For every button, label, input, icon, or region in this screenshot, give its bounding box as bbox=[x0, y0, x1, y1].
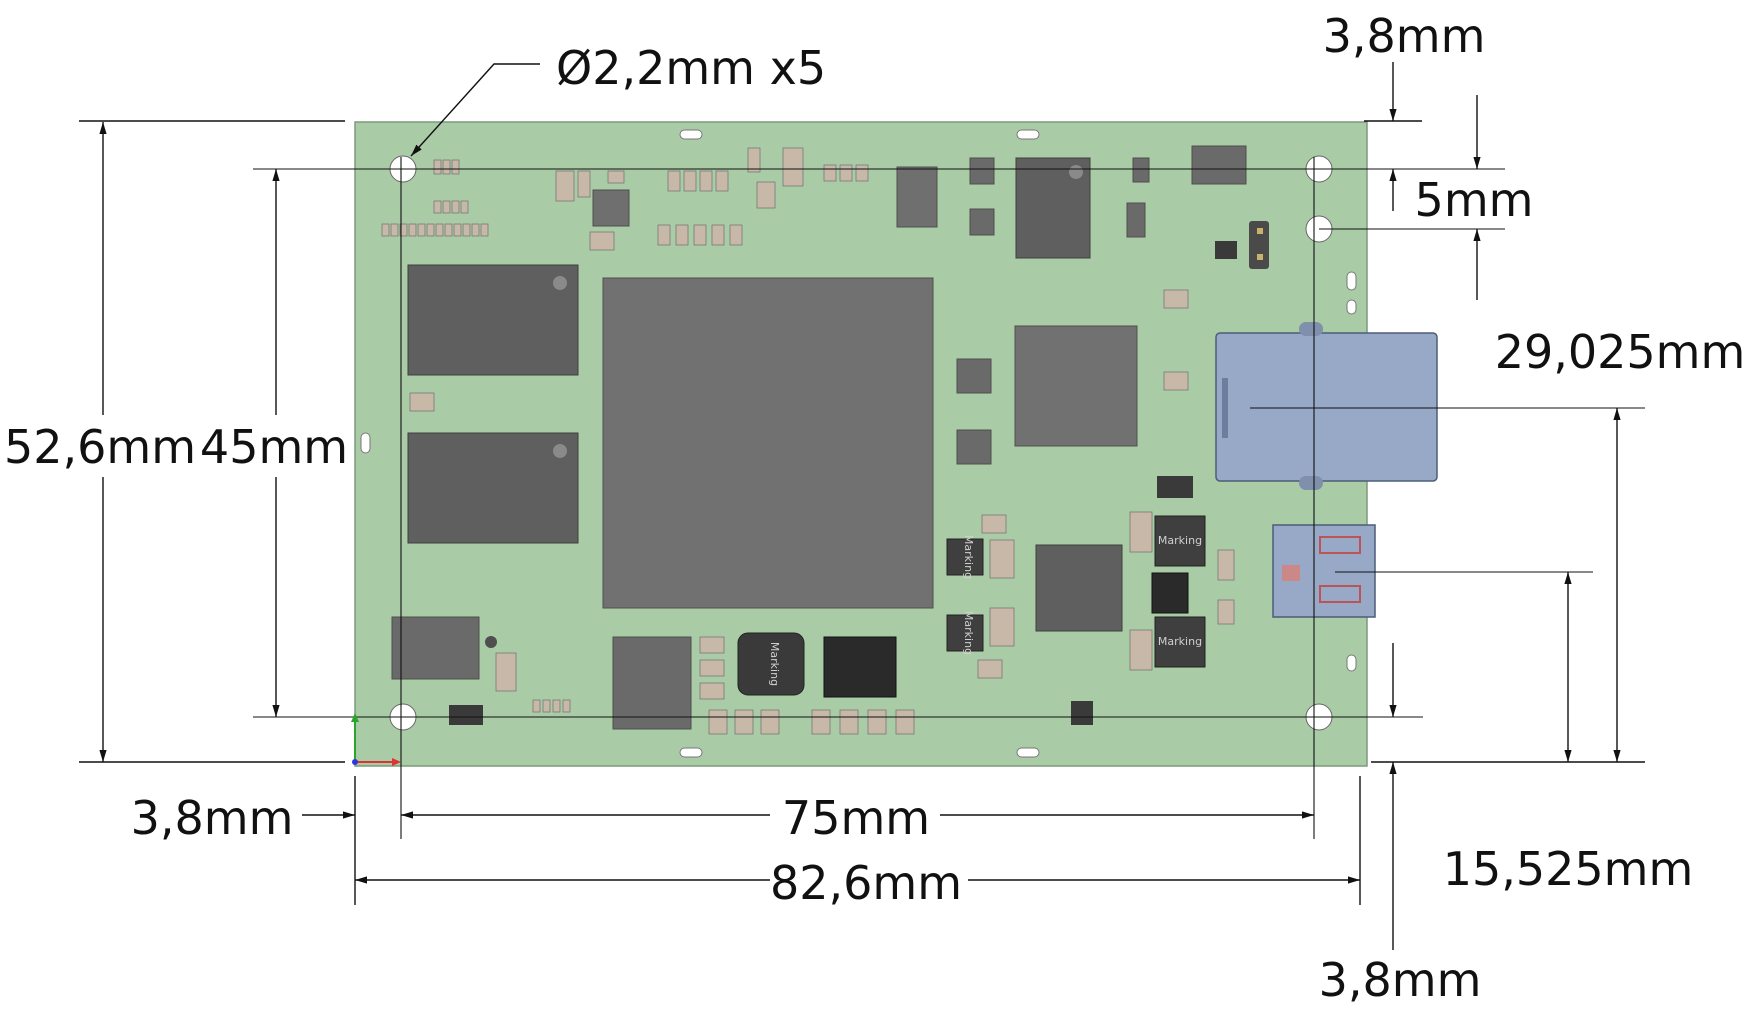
chip-marking-3: Marking bbox=[1158, 534, 1202, 547]
chip-marking-1: Marking bbox=[962, 535, 975, 579]
dim-usb-offset: 15,525mm bbox=[1443, 842, 1694, 896]
connector-housing bbox=[1215, 332, 1438, 482]
chip-marking-inductor: Marking bbox=[768, 642, 781, 686]
dim-hole-width: 75mm bbox=[782, 791, 930, 845]
memory-chip-1 bbox=[407, 264, 579, 376]
dim-top-edge-offset: 3,8mm bbox=[1323, 9, 1486, 63]
dim-bottom-edge-offset: 3,8mm bbox=[1319, 953, 1482, 1007]
chip-marking-4: Marking bbox=[1158, 635, 1202, 648]
memory-chip-2 bbox=[407, 432, 579, 544]
dim-hole-height: 45mm bbox=[200, 420, 348, 474]
chip-marking-2: Marking bbox=[962, 611, 975, 655]
axis-triad bbox=[351, 713, 401, 766]
dim-connector-offset: 29,025mm bbox=[1495, 325, 1746, 379]
dim-board-width: 82,6mm bbox=[770, 856, 962, 910]
soc-chip bbox=[602, 277, 934, 609]
hole-center-lines bbox=[253, 157, 1645, 839]
dim-hole-spacing-right: 5mm bbox=[1415, 173, 1534, 227]
dim-left-edge-offset: 3,8mm bbox=[131, 791, 294, 845]
pcb-board: Marking Marking Marking Marking Marking bbox=[354, 121, 1438, 767]
dim-hole-spec: Ø2,2mm x5 bbox=[556, 41, 826, 95]
dim-board-height: 52,6mm bbox=[4, 420, 196, 474]
